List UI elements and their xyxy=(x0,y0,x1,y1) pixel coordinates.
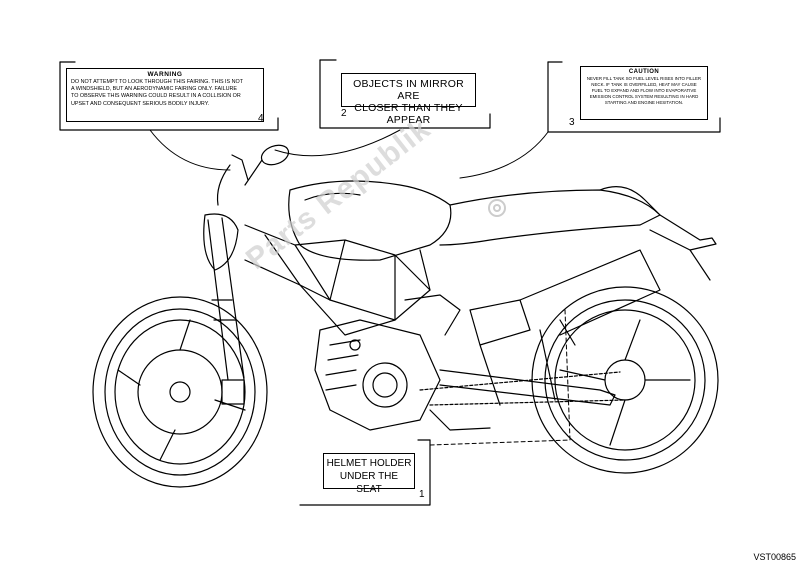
drive-chain xyxy=(419,371,626,406)
warning-label: WARNING DO NOT ATTEMPT TO LOOK THROUGH T… xyxy=(66,68,264,122)
seat-and-tail xyxy=(439,186,717,281)
front-wheel xyxy=(92,296,268,488)
figure-code: VST00865 xyxy=(753,552,796,562)
helmet-line: UNDER THE SEAT xyxy=(339,471,399,495)
rear-wheel xyxy=(531,286,719,474)
callout-frame-2 xyxy=(319,59,491,129)
caution-label: CAUTION NEVER FILL TANK SO FUEL LEVEL RI… xyxy=(580,66,708,120)
mirror-line: CLOSER THAN THEY APPEAR xyxy=(354,102,463,126)
helmet-line: HELMET HOLDER xyxy=(326,458,412,469)
caution-title: CAUTION xyxy=(628,69,660,75)
helmet-holder-label: HELMET HOLDER UNDER THE SEAT xyxy=(323,453,415,495)
callout-number-3: 3 xyxy=(569,117,575,128)
caution-line: EMISSION CONTROL SYSTEM RESULTING IN HAR… xyxy=(589,93,699,99)
watermark-gear-icon xyxy=(488,199,506,217)
caution-line: FUEL TO EXPAND AND FLOW INTO EVAPORATIVE xyxy=(591,87,697,93)
callout-frame-3 xyxy=(547,61,721,133)
footpegs xyxy=(429,319,576,431)
warning-line: UPSET AND CONSEQUENT SERIOUS BODILY INJU… xyxy=(71,100,210,107)
warning-line: DO NOT ATTEMPT TO LOOK THROUGH THIS FAIR… xyxy=(71,79,244,85)
trellis-frame xyxy=(244,224,431,336)
mirror-line: OBJECTS IN MIRROR ARE xyxy=(353,78,464,102)
callout-number-4: 4 xyxy=(258,113,264,124)
callout-number-1: 1 xyxy=(419,489,425,500)
headlight-and-mirror xyxy=(203,144,290,271)
callout-frame-1 xyxy=(299,439,431,506)
mirror-label: OBJECTS IN MIRROR ARE CLOSER THAN THEY A… xyxy=(341,73,476,126)
warning-title: WARNING xyxy=(147,71,183,78)
front-fork xyxy=(207,217,245,405)
leader-lines xyxy=(149,129,571,446)
warning-line: TO OBSERVE THIS WARNING COULD RESULT IN … xyxy=(71,93,241,100)
caution-line: NEVER FILL TANK SO FUEL LEVEL RISES INTO… xyxy=(586,76,702,81)
warning-line: A WINDSHIELD, BUT AN AERODYNAMIC FAIRING… xyxy=(71,86,237,93)
caution-text: NEVER FILL TANK SO FUEL LEVEL RISES INTO… xyxy=(584,76,704,106)
callout-frame-4 xyxy=(59,61,279,131)
engine xyxy=(314,294,461,431)
swingarm-and-exhaust xyxy=(439,249,661,406)
caution-line: NECK. IF TANK IS OVERFILLED, HEAT MAY CA… xyxy=(591,81,697,87)
callout-number-2: 2 xyxy=(341,108,347,119)
warning-text: DO NOT ATTEMPT TO LOOK THROUGH THIS FAIR… xyxy=(71,79,259,108)
caution-line: STARTING AND ENGINE HESITATION. xyxy=(604,99,684,105)
